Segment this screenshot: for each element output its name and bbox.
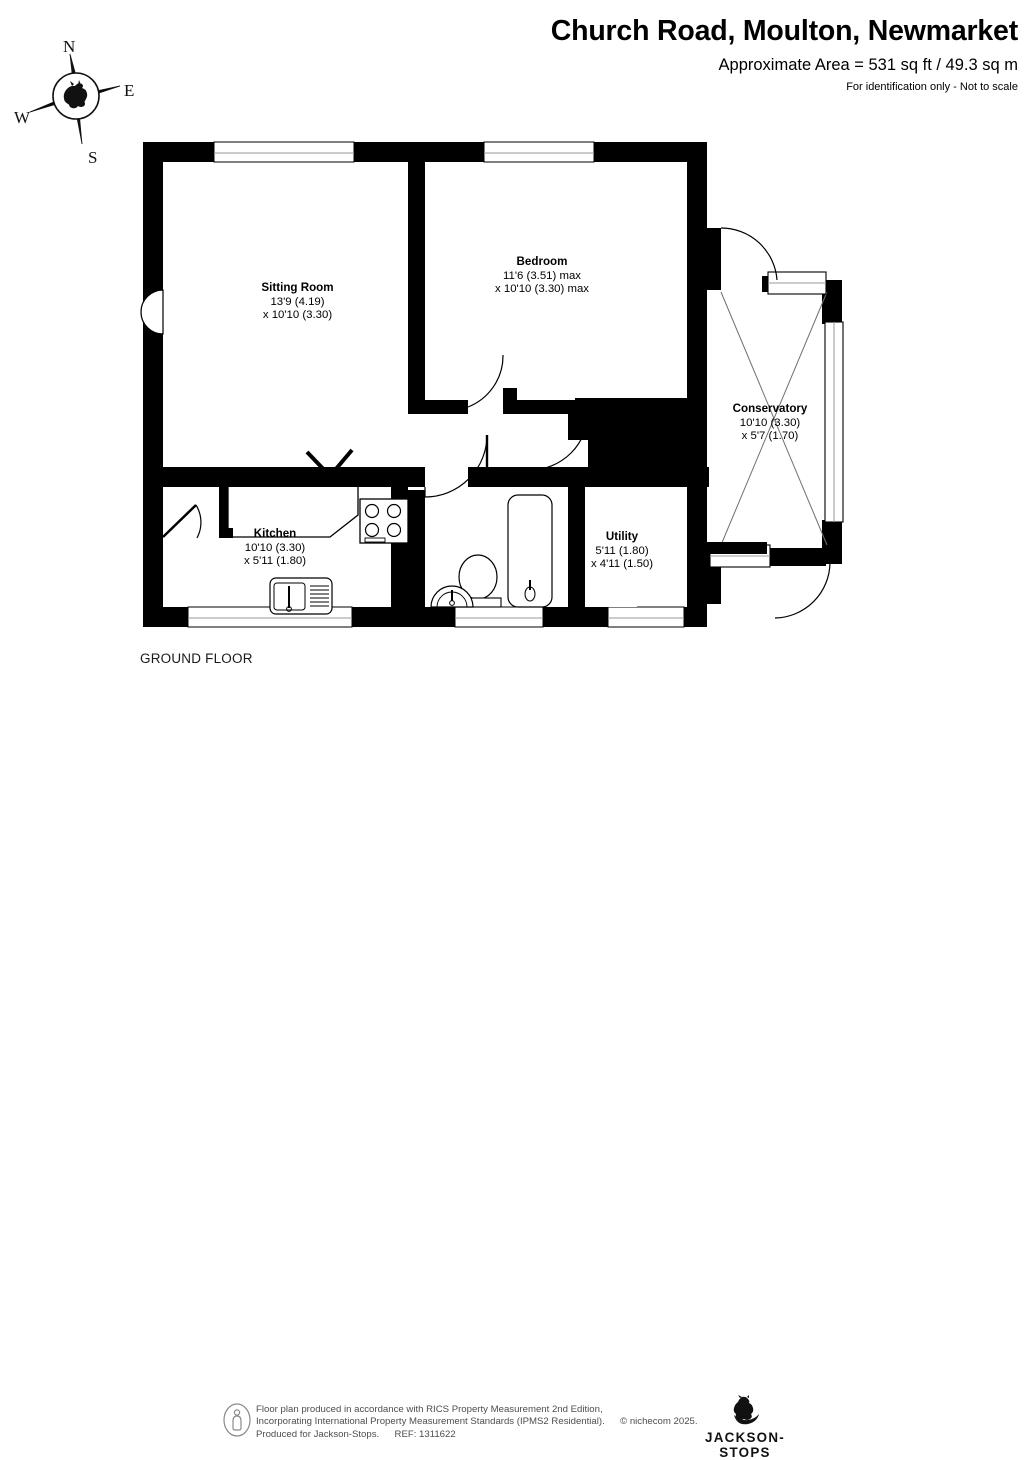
room-dim1-bedroom: 11'6 (3.51) max (503, 269, 581, 282)
compass-label-north: N (63, 37, 75, 56)
conservatory-structure (687, 227, 844, 619)
room-dim1-sitting-room: 13'9 (4.19) (270, 295, 325, 308)
footer-line-2a: Incorporating International Property Mea… (256, 1416, 605, 1428)
door-swing-hall (529, 411, 589, 471)
bath-icon (507, 494, 553, 608)
sink-icon (269, 577, 333, 615)
room-name-utility: Utility (605, 530, 639, 543)
footer-produced-for: Produced for Jackson-Stops. (256, 1428, 380, 1440)
footer-line-2: Incorporating International Property Mea… (256, 1416, 698, 1428)
room-label-kitchen: Kitchen 10'10 (3.30) x 5'11 (1.80) (195, 527, 355, 569)
door-swings (467, 354, 589, 471)
window-top-sitting (213, 141, 355, 163)
room-dim2-conservatory: x 5'7 (1.70) (741, 430, 799, 443)
brand-name-text: JACKSON-STOPS (705, 1430, 785, 1460)
footer-line-3: Produced for Jackson-Stops. REF: 1311622 (256, 1429, 698, 1441)
bathroom-fittings (424, 434, 553, 608)
identification-note: For identification only - Not to scale (846, 80, 1018, 93)
room-label-bedroom: Bedroom 11'6 (3.51) max x 10'10 (3.30) m… (438, 255, 646, 297)
plan-footer: Floor plan produced in accordance with R… (0, 697, 1024, 1460)
brand-logo: JACKSON-STOPS (680, 1395, 810, 1460)
room-name-sitting-room: Sitting Room (261, 281, 334, 294)
utility-fittings (597, 580, 637, 607)
compass-rose: N E S W (14, 37, 134, 167)
door-swing-bedroom (467, 354, 504, 408)
room-dim2-bedroom: x 10'10 (3.30) max (495, 283, 589, 296)
kitchen-fittings (162, 448, 409, 615)
approximate-area: Approximate Area = 531 sq ft / 49.3 sq m (718, 55, 1018, 74)
room-fill-bedroom (425, 162, 687, 407)
room-label-utility: Utility 5'11 (1.80) x 4'11 (1.50) (557, 530, 687, 572)
room-label-conservatory: Conservatory 10'10 (3.30) x 5'7 (1.70) (690, 402, 850, 444)
page-title: Church Road, Moulton, Newmarket (550, 15, 1018, 47)
room-dim1-conservatory: 10'10 (3.30) (739, 416, 801, 429)
room-fill-sitting-room (163, 162, 408, 467)
window-conservatory-top (767, 271, 827, 295)
internal-walls (143, 142, 707, 627)
room-dim1-kitchen: 10'10 (3.30) (244, 541, 306, 554)
room-dim1-utility: 5'11 (1.80) (595, 544, 649, 557)
room-dim2-sitting-room: x 10'10 (3.30) (262, 309, 333, 322)
compass-label-south: S (88, 148, 97, 167)
window-openings (187, 141, 685, 628)
hob-icon (359, 498, 409, 544)
compass-label-east: E (124, 81, 134, 100)
footer-reference: REF: 1311622 (394, 1428, 456, 1440)
fireplace-recess-icon (140, 289, 164, 335)
floor-level-label: GROUND FLOOR (140, 651, 253, 666)
footer-line-1: Floor plan produced in accordance with R… (256, 1404, 603, 1415)
window-bottom-bathroom (454, 606, 544, 628)
window-bottom-utility (607, 606, 685, 628)
room-name-conservatory: Conservatory (732, 402, 808, 415)
window-conservatory-right (824, 321, 844, 523)
wc-icon (454, 554, 502, 608)
door-swing-conservatory-bottom (774, 562, 831, 619)
compass-label-west: W (14, 108, 31, 127)
room-dim2-kitchen: x 5'11 (1.80) (243, 555, 307, 568)
room-label-sitting-room: Sitting Room 13'9 (4.19) x 10'10 (3.30) (185, 281, 410, 323)
door-swing-conservatory-top (720, 227, 778, 281)
room-name-kitchen: Kitchen (253, 527, 297, 540)
washing-machine-icon (597, 580, 637, 607)
window-top-bedroom (483, 141, 595, 163)
room-name-bedroom: Bedroom (516, 255, 568, 268)
horse-emblem-icon (63, 80, 88, 109)
person-info-icon (223, 1403, 251, 1437)
basin-icon (430, 585, 474, 608)
jockey-horse-emblem-icon (733, 1395, 759, 1425)
floor-plan-drawing (140, 141, 844, 628)
footer-disclaimer: Floor plan produced in accordance with R… (256, 1404, 698, 1441)
plan-header: Church Road, Moulton, Newmarket Approxim… (0, 0, 1024, 93)
room-dim2-utility: x 4'11 (1.50) (590, 558, 654, 571)
